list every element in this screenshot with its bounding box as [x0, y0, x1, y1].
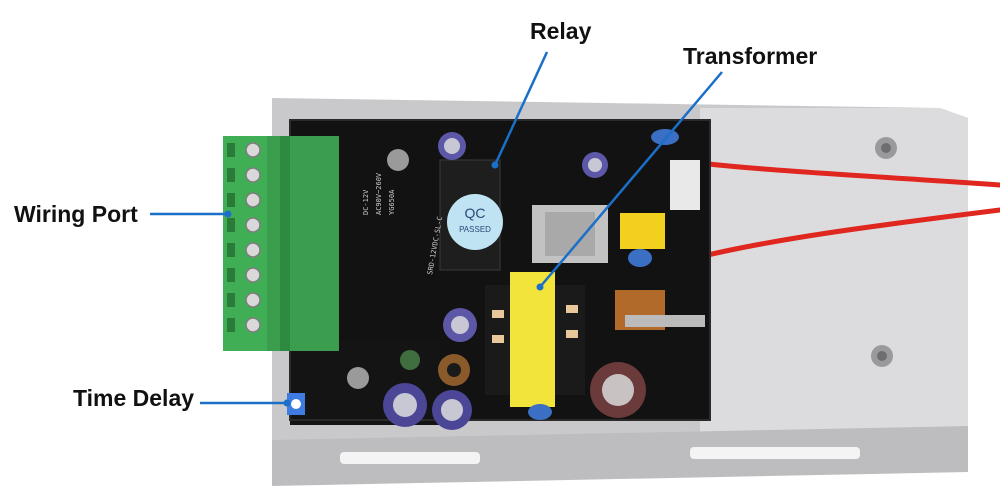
board-output-marking: DC-12V [362, 189, 370, 215]
film-capacitor [528, 129, 700, 420]
relay-label: Relay [530, 18, 592, 44]
relay-passed-text: PASSED [459, 225, 491, 234]
relay-qc-text: QC [465, 205, 486, 221]
relay-callout-line [493, 51, 549, 166]
relay-component: QC PASSED SRD-12VDC-SL-C [426, 159, 503, 275]
toroid-inductor [438, 290, 705, 386]
capacitors [383, 132, 646, 430]
callout-lines [150, 51, 723, 405]
transformer-core [485, 272, 585, 407]
time-delay-label: Time Delay [73, 385, 195, 411]
callout-dots [224, 161, 544, 407]
silkscreen-text: DC-12V AC90V~260V YG650A [362, 172, 396, 215]
potentiometer [287, 149, 409, 415]
transformer-callout-line [539, 71, 723, 288]
heatsink [532, 205, 608, 263]
terminal-block [223, 136, 339, 351]
board-input-marking: AC90V~260V [375, 172, 383, 215]
wiring-port-label: Wiring Port [14, 201, 138, 227]
board-model-marking: YG650A [388, 189, 396, 215]
transformer-label: Transformer [683, 43, 818, 69]
